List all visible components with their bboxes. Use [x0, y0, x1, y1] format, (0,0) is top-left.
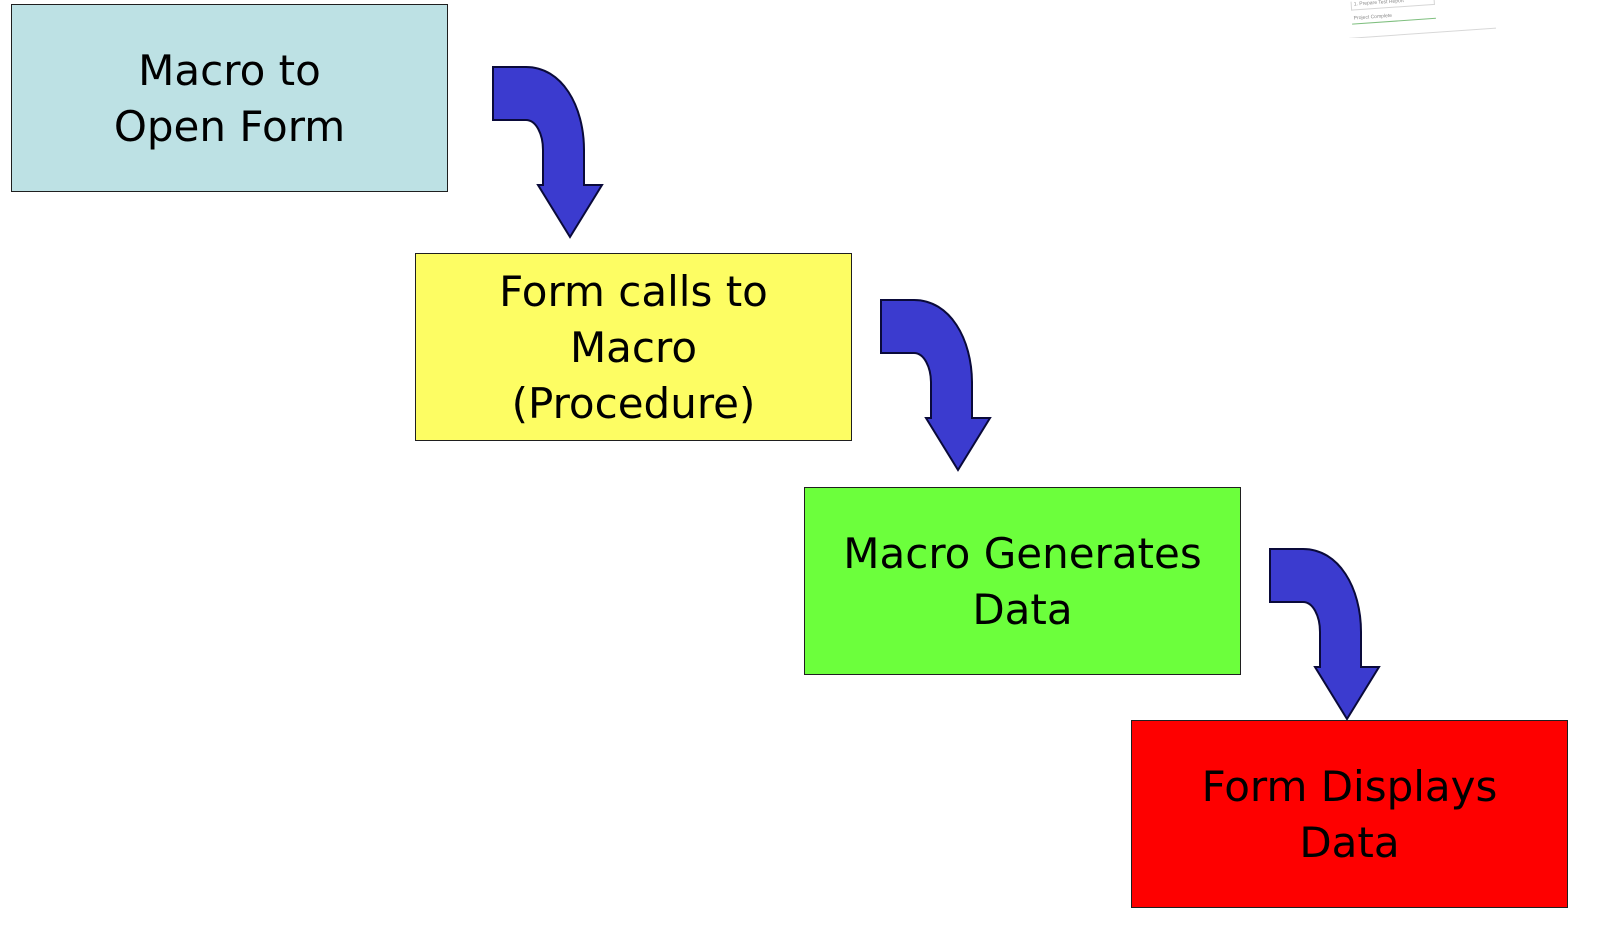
step-form-displays-data: Form Displays Data	[1131, 720, 1568, 908]
curved-arrow-down-icon	[492, 66, 604, 239]
step-label: Macro Generates Data	[843, 529, 1202, 634]
thumbnail-fragment: 1. Prepare Test Report Project Complete	[1346, 0, 1496, 38]
curved-arrow-down-icon	[1269, 548, 1381, 721]
thumbnail-row: Project Complete	[1351, 9, 1436, 25]
step-label: Form calls to Macro (Procedure)	[499, 267, 768, 428]
step-label: Macro to Open Form	[113, 46, 346, 151]
thumbnail-table: 1. Prepare Test Report Project Complete	[1346, 0, 1496, 38]
step-label: Form Displays Data	[1201, 762, 1498, 867]
step-form-calls-macro: Form calls to Macro (Procedure)	[415, 253, 852, 441]
step-macro-open-form: Macro to Open Form	[11, 4, 448, 192]
curved-arrow-down-icon	[880, 299, 992, 472]
thumbnail-row: 1. Prepare Test Report	[1350, 0, 1435, 11]
step-macro-generates-data: Macro Generates Data	[804, 487, 1241, 675]
